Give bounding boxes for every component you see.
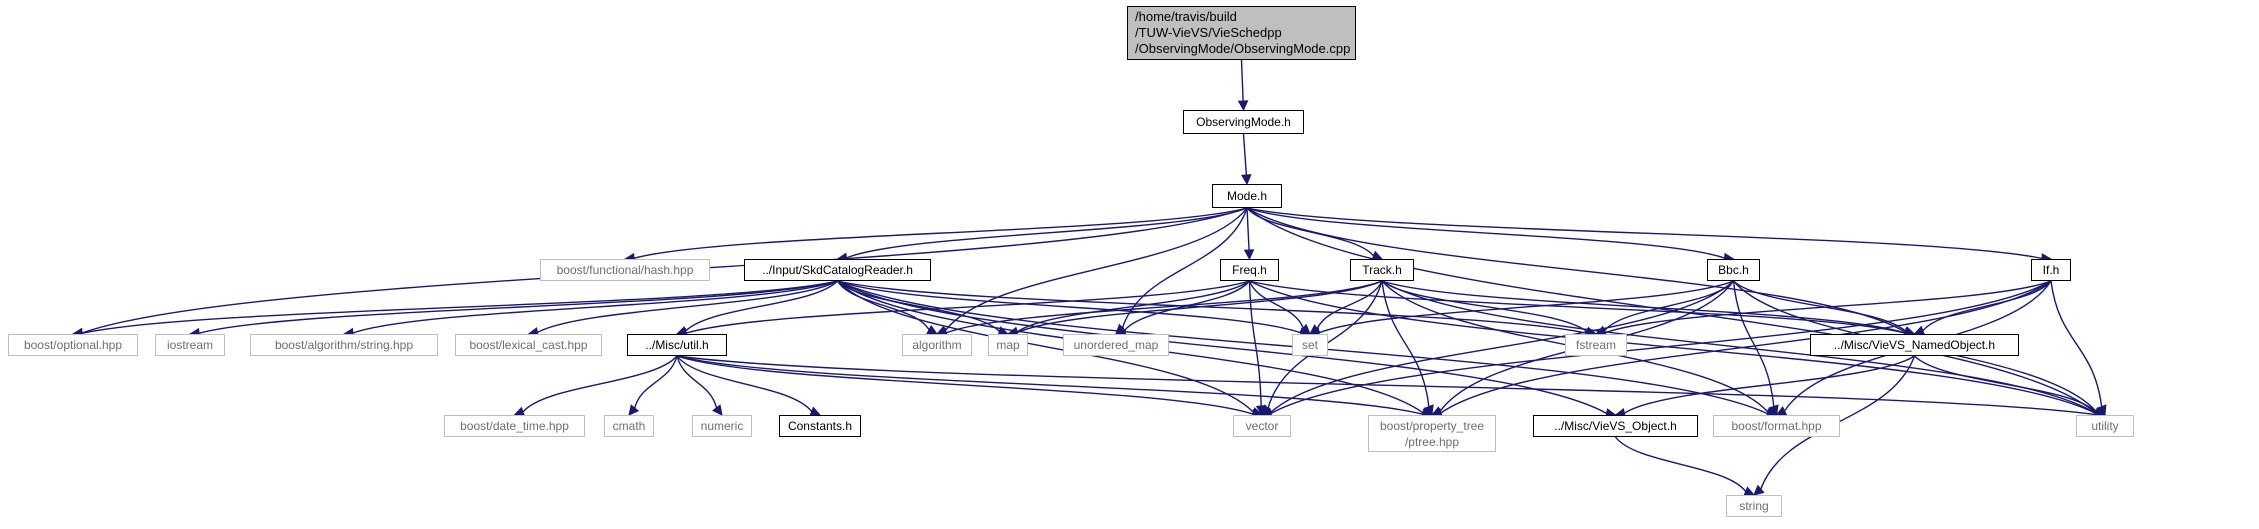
edge-observingmode_h-to-mode_h xyxy=(1242,133,1248,176)
edge-mode_h-to-utility xyxy=(1246,207,2097,414)
node-boost-date-time: boost/date_time.hpp xyxy=(444,415,585,437)
edge-misc_util_h-to-boost_property_tree xyxy=(676,355,1424,415)
node-constants-h[interactable]: Constants.h xyxy=(779,415,861,437)
edge-skdcatalogreader_h-to-misc_util_h xyxy=(685,280,839,332)
edge-skdcatalogreader_h-to-fstream xyxy=(837,280,1588,335)
edge-skdcatalogreader_h-to-set xyxy=(837,280,1302,334)
arrowhead-track_h-to-boost_property_tree xyxy=(1423,404,1434,417)
node-bbc-h[interactable]: Bbc.h xyxy=(1707,259,1760,281)
node-misc-util-h[interactable]: ../Misc/util.h xyxy=(627,334,727,356)
node-vievs-object-h[interactable]: ../Misc/VieVS_Object.h xyxy=(1533,415,1698,437)
edge-if_h-to-fstream xyxy=(1604,280,2052,334)
edge-bbc_h-to-vector xyxy=(1270,280,1734,414)
edge-freq_h-to-vievs_namedobject_h xyxy=(1249,280,1906,334)
node-if-h[interactable]: If.h xyxy=(2031,259,2071,281)
node-string: string xyxy=(1726,495,1782,517)
edge-if_h-to-utility xyxy=(2050,280,2103,407)
edge-skdcatalogreader_h-to-boost_lexical_cast xyxy=(537,280,838,334)
edge-vievs_namedobject_h-to-utility xyxy=(1914,355,2097,413)
node-root[interactable]: /home/travis/build /TUW-VieVS/VieSchedpp… xyxy=(1127,6,1356,60)
edge-mode_h-to-unordered_map xyxy=(1121,207,1248,328)
edge-bbc_h-to-set xyxy=(1318,280,1734,334)
edge-track_h-to-vievs_namedobject_h xyxy=(1381,280,1906,334)
edge-misc_util_h-to-cmath xyxy=(634,355,678,409)
arrowhead-misc_util_h-to-cmath xyxy=(628,404,640,416)
edge-mode_h-to-boost_functional_hash xyxy=(633,207,1248,259)
edge-freq_h-to-misc_util_h xyxy=(685,280,1250,334)
edge-freq_h-to-set xyxy=(1248,280,1304,329)
node-numeric: numeric xyxy=(692,415,752,437)
node-cmath: cmath xyxy=(604,415,654,437)
edge-skdcatalogreader_h-to-vector xyxy=(836,280,1254,413)
edge-mode_h-to-if_h xyxy=(1246,207,2043,260)
node-algorithm: algorithm xyxy=(902,334,972,356)
edge-misc_util_h-to-vector xyxy=(676,355,1254,415)
edge-misc_util_h-to-boost_date_time xyxy=(522,355,678,413)
node-freq-h[interactable]: Freq.h xyxy=(1220,259,1279,281)
node-vievs-namedobject-h[interactable]: ../Misc/VieVS_NamedObject.h xyxy=(1810,334,2019,356)
edge-track_h-to-set xyxy=(1316,280,1383,329)
edge-misc_util_h-to-utility xyxy=(676,355,2097,416)
node-map: map xyxy=(988,334,1028,356)
node-fstream: fstream xyxy=(1565,334,1627,356)
node-boost-property-tree: boost/property_tree /ptree.hpp xyxy=(1368,415,1496,452)
arrowhead-freq_h-to-set xyxy=(1299,323,1311,335)
edge-mode_h-to-freq_h xyxy=(1246,207,1250,251)
edge-vievs_object_h-to-string xyxy=(1614,436,1747,492)
node-boost-optional: boost/optional.hpp xyxy=(8,334,138,356)
edge-track_h-to-map xyxy=(1016,280,1383,334)
node-iostream: iostream xyxy=(155,334,225,356)
node-skdcatalogreader-h[interactable]: ../Input/SkdCatalogReader.h xyxy=(744,259,931,281)
node-boost-algorithm-string: boost/algorithm/string.hpp xyxy=(250,334,438,356)
edge-mode_h-to-algorithm xyxy=(944,207,1248,332)
edge-if_h-to-vievs_namedobject_h xyxy=(1922,280,2052,332)
arrowhead-skdcatalogreader_h-to-algorithm xyxy=(926,324,938,335)
arrowhead-vievs_namedobject_h-to-string xyxy=(1753,484,1765,496)
edge-track_h-to-algorithm xyxy=(945,280,1383,334)
edge-mode_h-to-vievs_namedobject_h xyxy=(1246,207,1907,333)
edge-skdcatalogreader_h-to-boost_algorithm_string xyxy=(352,280,838,334)
arrowhead-root-to-observingmode_h xyxy=(1237,100,1249,112)
node-unordered-map: unordered_map xyxy=(1063,334,1169,356)
arrowhead-mode_h-to-freq_h xyxy=(1243,249,1255,261)
node-boost-lexical-cast: boost/lexical_cast.hpp xyxy=(455,334,602,356)
edge-if_h-to-vector xyxy=(1270,280,2052,415)
node-boost-format: boost/format.hpp xyxy=(1713,415,1840,437)
node-set: set xyxy=(1292,334,1328,356)
arrowhead-misc_util_h-to-numeric xyxy=(712,404,723,416)
edge-skdcatalogreader_h-to-boost_optional xyxy=(81,280,838,335)
node-vector: vector xyxy=(1233,415,1291,437)
edge-freq_h-to-map xyxy=(1016,280,1250,333)
node-observingmode-h[interactable]: ObservingMode.h xyxy=(1183,110,1304,134)
arrowhead-bbc_h-to-boost_format xyxy=(1768,404,1779,417)
edge-vievs_namedobject_h-to-vievs_object_h xyxy=(1623,355,1915,414)
edge-misc_util_h-to-constants_h xyxy=(676,355,813,412)
node-mode-h[interactable]: Mode.h xyxy=(1212,184,1282,208)
edge-freq_h-to-vector xyxy=(1248,280,1262,407)
node-boost-functional-hash: boost/functional/hash.hpp xyxy=(540,259,710,281)
edge-freq_h-to-utility xyxy=(1249,280,2097,415)
edge-root-to-observingmode_h xyxy=(1240,59,1244,102)
arrowhead-observingmode_h-to-mode_h xyxy=(1241,174,1252,186)
node-utility: utility xyxy=(2076,415,2134,437)
edge-bbc_h-to-boost_format xyxy=(1732,280,1775,407)
edge-misc_util_h-to-numeric xyxy=(676,355,718,409)
edge-track_h-to-boost_property_tree xyxy=(1381,280,1430,407)
edge-skdcatalogreader_h-to-algorithm xyxy=(836,280,930,331)
edge-bbc_h-to-vievs_namedobject_h xyxy=(1733,280,1907,332)
edge-mode_h-to-skdcatalogreader_h xyxy=(846,207,1248,259)
edge-mode_h-to-bbc_h xyxy=(1246,207,1725,259)
edge-skdcatalogreader_h-to-iostream xyxy=(198,280,838,334)
node-track-h[interactable]: Track.h xyxy=(1350,259,1414,281)
